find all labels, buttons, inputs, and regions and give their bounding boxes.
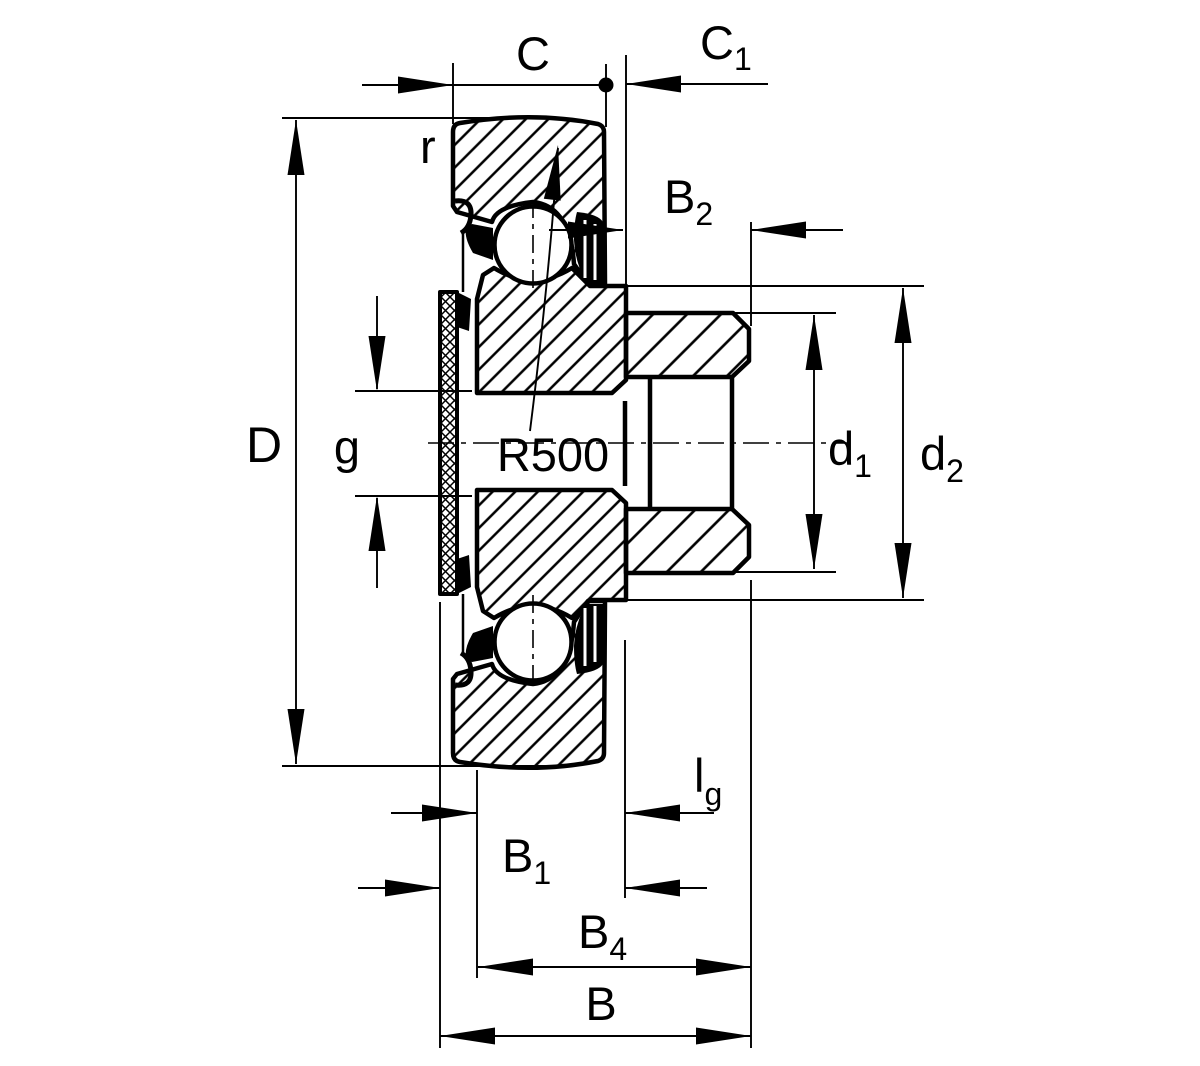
dimension-labels: C C1 r B2 D g R500 d1 d2 lg B1 B4 B [246,16,964,1030]
arrow-g-top [368,336,386,391]
arrow-b-right [696,1027,751,1045]
collar-top-section [623,310,752,380]
dim-label-g: g [334,420,360,473]
seal-bottom-left [465,626,493,662]
dim-label-c: C [516,27,550,80]
collar-bottom-section [623,506,752,576]
radius-label-r500: R500 [497,428,609,481]
arrow-d2-bottom [894,543,912,598]
dimension-arrowheads [287,75,912,1045]
centerlines [428,200,848,688]
dim-label-b2-base: B [664,170,695,223]
dim-label-b4-sub: 4 [609,931,627,967]
inner-ring-top-section [474,265,629,396]
dim-label-b4-base: B [578,905,609,958]
arrow-b4-left [478,958,533,976]
slinger-foot-bottom [457,555,471,594]
dim-label-d2-base: d [920,427,946,480]
dim-label-lg-base: l [694,749,704,802]
dim-label-d1-sub: 1 [854,448,872,484]
seal-top-left-lip [454,198,474,236]
dim-label-d1: d1 [828,422,872,484]
dim-label-lg-sub: g [704,776,722,812]
arrow-b2-right [751,221,806,239]
dim-label-b1-base: B [502,829,533,882]
arrow-d1-bottom [805,514,823,569]
seal-bottom-left-lip [454,650,474,688]
arrow-lg-left [422,804,477,822]
dim-label-b1: B1 [502,829,551,891]
dim-label-d1-base: d [828,422,854,475]
dim-label-d2: d2 [920,427,964,489]
slinger-foot-top [457,292,471,331]
arrow-b-left [440,1027,495,1045]
arrow-c-left [398,76,453,94]
arrow-b1-right [625,879,680,897]
arrow-d-bottom [287,709,305,764]
arrow-b4-right [696,958,751,976]
dim-label-c1-base: C [700,16,734,69]
seal-top-left [465,224,493,260]
arrow-b1-left [385,879,440,897]
dim-label-b2: B2 [664,170,713,232]
dim-label-lg: lg [694,749,722,812]
inner-ring-bottom-section [474,487,629,621]
arrow-d-top [287,120,305,175]
arrow-g-bottom [368,496,386,551]
arrow-c1-right [626,75,681,93]
dim-label-b4: B4 [578,905,627,967]
dim-label-b1-sub: 1 [533,855,551,891]
dim-label-d2-sub: 2 [946,453,964,489]
arrow-d1-top [805,315,823,370]
dim-label-d: D [246,417,282,473]
seal-bottom-right-slits [583,606,597,666]
dim-label-c1: C1 [700,16,752,77]
dim-label-c1-sub: 1 [734,41,752,77]
dim-c-dot [598,77,614,93]
arrow-d2-top [894,288,912,343]
dim-label-b: B [585,977,616,1030]
arrow-lg-right [625,804,680,822]
dim-label-b2-sub: 2 [695,196,713,232]
dim-label-r: r [420,120,436,173]
